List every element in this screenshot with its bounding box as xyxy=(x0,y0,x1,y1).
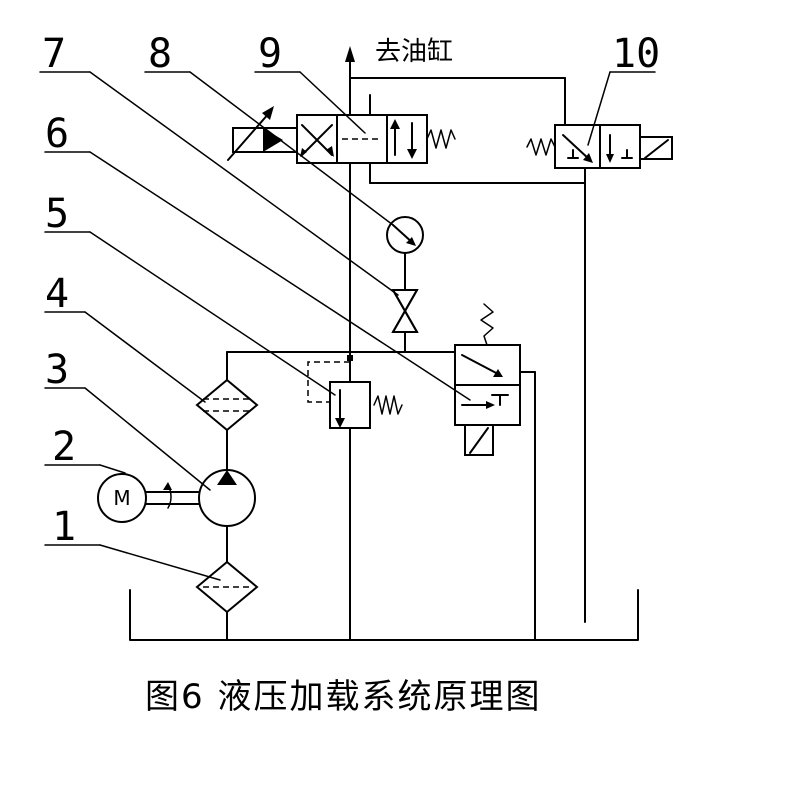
callout-7: 7 xyxy=(42,31,66,77)
electric-motor: M xyxy=(97,473,200,523)
callout-2: 2 xyxy=(52,424,76,470)
hydraulic-pump xyxy=(198,469,256,527)
relief-valve xyxy=(307,355,403,429)
callout-4: 4 xyxy=(45,271,69,317)
callout-5: 5 xyxy=(45,191,69,237)
solenoid-unloading-valve xyxy=(454,303,521,456)
callout-numbers: 1 2 3 4 5 6 7 8 9 10 xyxy=(42,31,660,550)
pipelines xyxy=(226,59,586,641)
callout-8: 8 xyxy=(148,31,172,77)
pressure-gauge xyxy=(386,216,424,254)
proportional-pilot xyxy=(227,106,298,161)
oil-tank xyxy=(129,589,639,641)
pressure-filter xyxy=(195,378,259,432)
outlet-label: 去油缸 xyxy=(375,37,453,67)
callout-6: 6 xyxy=(45,111,69,157)
suction-filter xyxy=(195,560,259,614)
solenoid-directional-valve xyxy=(526,124,673,169)
leader-lines xyxy=(39,71,656,581)
outlet-arrow xyxy=(345,46,355,62)
callout-9: 9 xyxy=(258,31,282,77)
gauge-shutoff-valve xyxy=(391,289,419,333)
directional-valve xyxy=(296,94,456,164)
callout-10: 10 xyxy=(612,31,660,77)
figure-caption: 图6 液压加载系统原理图 xyxy=(145,677,541,717)
callout-1: 1 xyxy=(52,504,76,550)
callout-3: 3 xyxy=(45,347,69,393)
motor-letter: M xyxy=(113,486,130,510)
